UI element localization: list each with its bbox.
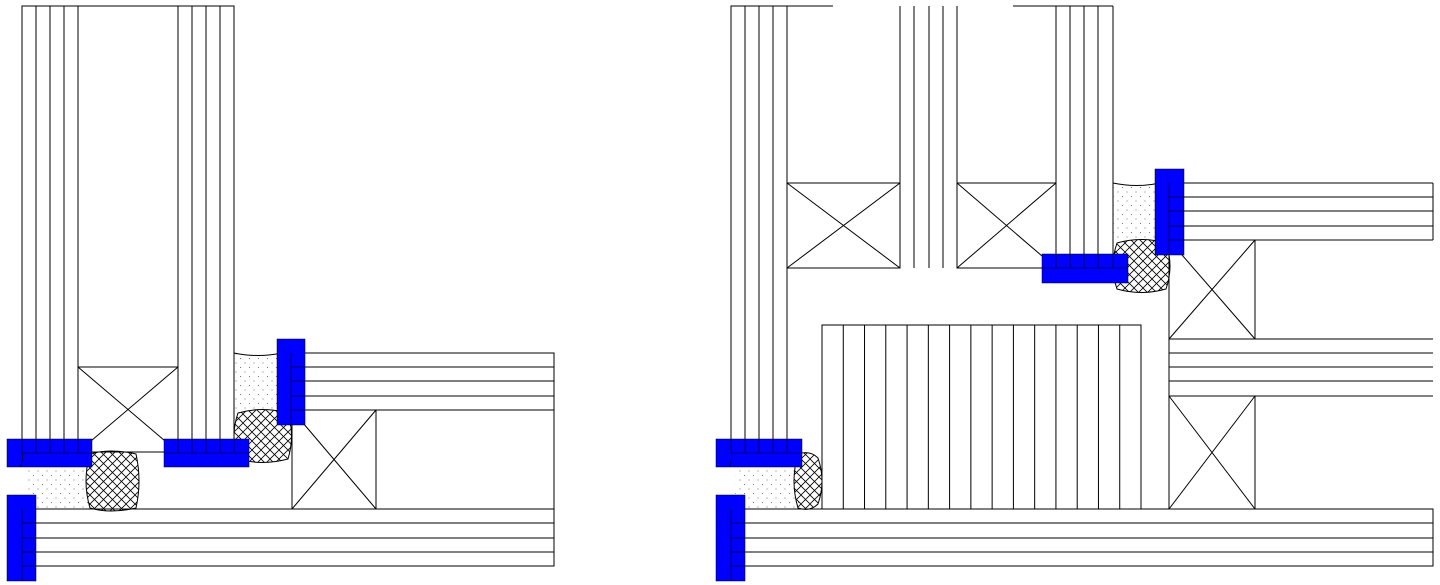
right-panel-center-stud [899, 6, 958, 268]
tape-right-vertical-upper [1154, 168, 1185, 256]
tape-right-horizontal-lower [715, 438, 803, 468]
blocking-x-left [77, 366, 179, 453]
right-upper-board [1169, 182, 1434, 241]
right-middle-board [1168, 338, 1433, 509]
upper-horizontal-board [291, 352, 555, 510]
right-blocking-lower [1168, 395, 1256, 510]
sealant-upper-right [234, 353, 282, 410]
tape-left-horizontal-a [6, 438, 93, 468]
tape-left-vertical-lower [6, 494, 37, 582]
left-vertical-stud [21, 5, 79, 453]
right-panel-left-stud [730, 5, 833, 453]
left-detail [6, 5, 555, 582]
sealant-right-upper [1113, 183, 1160, 240]
tape-right-vertical-lower [715, 494, 746, 582]
tape-right-horizontal-upper [1041, 253, 1129, 284]
bottom-horizontal-slab [21, 508, 555, 567]
upper-blocking-right [956, 182, 1057, 269]
right-panel-right-stud [1013, 5, 1114, 268]
tape-left-horizontal-b [163, 438, 250, 468]
backer-rod-lower-left [85, 450, 140, 512]
vertical-layered-panel [821, 324, 1142, 510]
tape-left-vertical-upper [276, 338, 306, 426]
right-vertical-stud [177, 5, 235, 453]
upper-blocking-left [786, 182, 901, 269]
right-detail [715, 5, 1434, 582]
right-bottom-slab [730, 508, 1434, 567]
